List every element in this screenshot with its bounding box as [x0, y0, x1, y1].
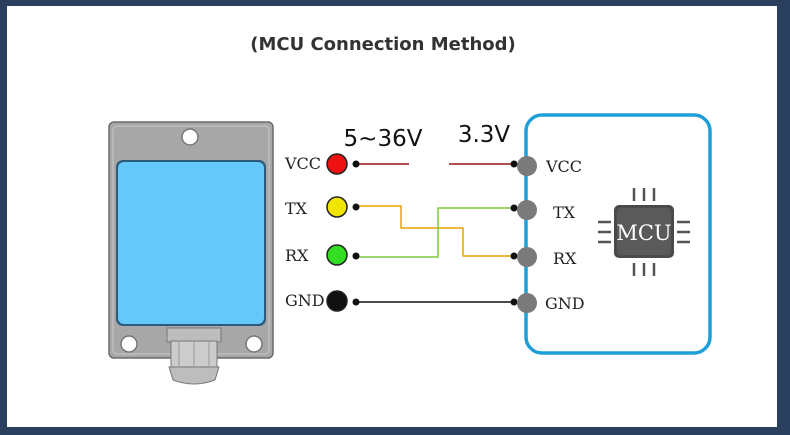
sensor-pins: VCC TX RX GND — [284, 153, 360, 312]
mcu-pin-label-vcc: VCC — [545, 157, 582, 176]
chip-label: MCU — [616, 221, 671, 245]
sensor-pin-dot-tx — [326, 196, 348, 218]
sensor-terminal-vcc — [352, 160, 360, 168]
sensor-module — [108, 121, 274, 385]
mcu-pin-dot-gnd — [517, 293, 537, 313]
mcu-terminal-gnd — [510, 298, 518, 306]
sensor-pin-dot-vcc — [326, 153, 348, 175]
mcu-terminal-tx — [510, 204, 518, 212]
chip-face — [617, 208, 671, 255]
mcu-voltage-label: 3.3V — [458, 122, 511, 148]
mount-hole-right — [245, 335, 263, 353]
connection-diagram: (MCU Connection Method) MCU — [108, 34, 712, 385]
mount-hole-top — [181, 128, 199, 146]
mcu-terminal-rx — [510, 252, 518, 260]
sensor-voltage-label: 5~36V — [344, 126, 423, 152]
sensor-terminal-tx — [352, 203, 360, 211]
diagram-title: (MCU Connection Method) — [250, 34, 516, 55]
sensor-terminal-rx — [352, 252, 360, 260]
cable-gland-cap — [168, 366, 220, 385]
mount-hole-left — [120, 335, 138, 353]
sensor-pin-label-rx: RX — [285, 246, 309, 265]
mcu-terminal-vcc — [510, 160, 518, 168]
tx-to-rx-wire — [356, 205, 514, 257]
mcu-pin-dot-rx — [517, 247, 537, 267]
sensor-pin-label-gnd: GND — [285, 291, 325, 310]
wires — [356, 163, 514, 303]
sensor-panel — [118, 162, 264, 324]
diagram-canvas: (MCU Connection Method) MCU — [7, 6, 777, 427]
sensor-pin-dot-gnd — [326, 290, 348, 312]
mcu-chip-icon: MCU — [598, 188, 690, 276]
cable-gland-base — [166, 327, 222, 343]
sensor-pin-label-tx: TX — [285, 199, 308, 218]
mcu-pin-label-gnd: GND — [545, 294, 585, 313]
mcu-pin-dot-vcc — [517, 156, 537, 176]
mcu-pin-label-tx: TX — [553, 203, 576, 222]
mcu-pin-dot-tx — [517, 200, 537, 220]
sensor-terminal-gnd — [352, 298, 360, 306]
sensor-pin-label-vcc: VCC — [284, 154, 321, 173]
mcu-pins: VCC TX RX GND — [510, 156, 585, 313]
sensor-pin-dot-rx — [326, 244, 348, 266]
rx-to-tx-wire — [356, 207, 514, 258]
mcu-pin-label-rx: RX — [553, 249, 577, 268]
